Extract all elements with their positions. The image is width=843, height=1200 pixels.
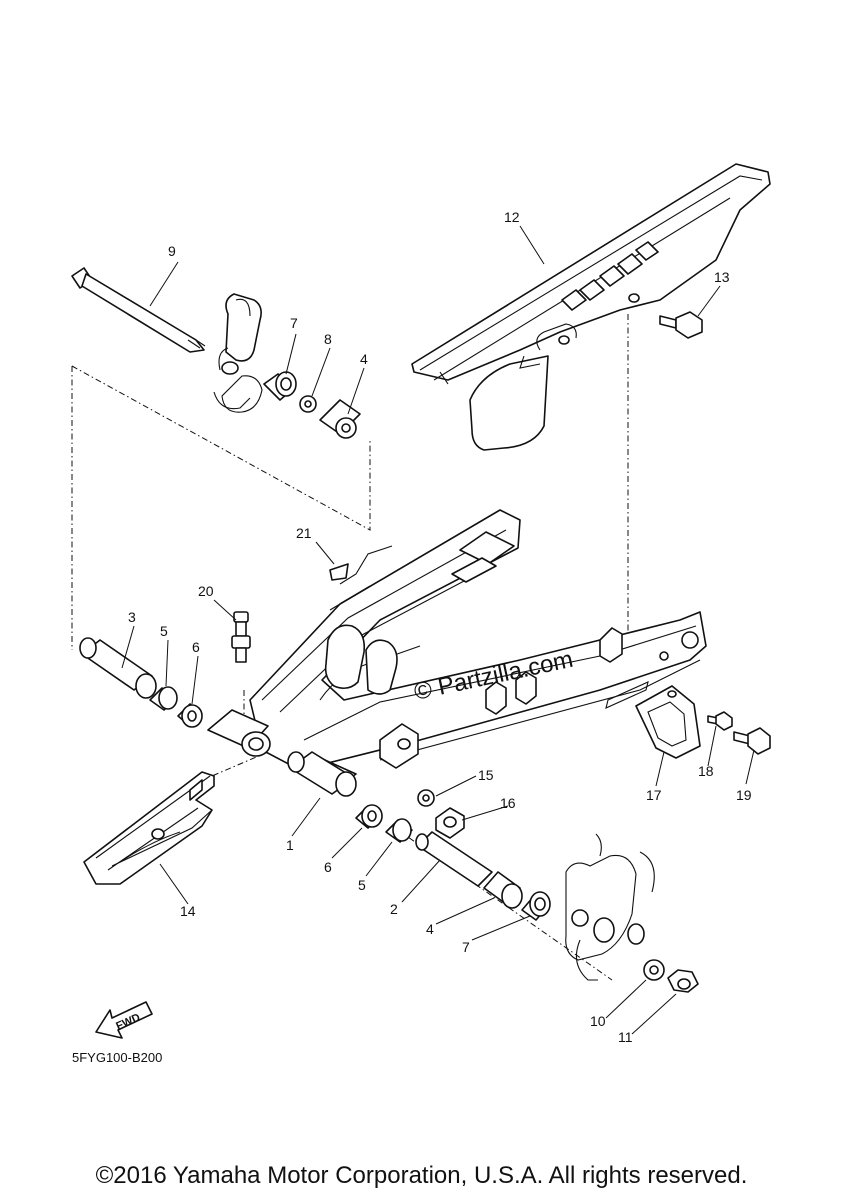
- callout-8: 8: [324, 331, 332, 347]
- upper-collar: [263, 371, 297, 401]
- washer-10: [643, 959, 665, 981]
- callout-5-upper: 5: [160, 623, 168, 639]
- bolt-19: [733, 727, 771, 755]
- grease-nipple: [231, 611, 251, 663]
- fwd-arrow-icon: FWD: [95, 1001, 153, 1039]
- pivot-seal-right: [355, 804, 383, 829]
- pivot-bushing-left: [149, 686, 178, 711]
- pivot-tube-front: [207, 709, 271, 757]
- lower-bushing: [483, 871, 523, 909]
- callout-16: 16: [500, 795, 516, 811]
- pivot-seal-left: [177, 703, 203, 728]
- swing-arm: [249, 509, 707, 789]
- callout-18: 18: [698, 763, 714, 779]
- callout-3: 3: [128, 609, 136, 625]
- callout-9: 9: [168, 243, 176, 259]
- callout-4-lower: 4: [426, 921, 434, 937]
- callout-12: 12: [504, 209, 520, 225]
- pivot-collar-left: [79, 637, 157, 699]
- caution-label: [329, 563, 349, 581]
- callout-19: 19: [736, 787, 752, 803]
- callout-14: 14: [180, 903, 196, 919]
- washer-15: [417, 789, 435, 807]
- chain-guard: [411, 163, 771, 451]
- chain-guide-plate: [635, 685, 701, 759]
- callout-17: 17: [646, 787, 662, 803]
- lower-collar-7: [521, 891, 551, 921]
- callout-21: 21: [296, 525, 312, 541]
- copyright-notice: ©2016 Yamaha Motor Corporation, U.S.A. A…: [95, 1162, 748, 1189]
- callout-5-lower: 5: [358, 877, 366, 893]
- nut-11: [667, 969, 699, 993]
- callout-2: 2: [390, 901, 398, 917]
- callout-10: 10: [590, 1013, 606, 1029]
- leader-lines: [121, 225, 755, 1035]
- callout-15: 15: [478, 767, 494, 783]
- callout-labels: 9 7 8 4 12 13 21 20 3 5 6 1 6 5 2 4 7 15…: [128, 209, 752, 1045]
- guard-bolt: [659, 311, 703, 339]
- bolt-16: [435, 807, 465, 839]
- callout-13: 13: [714, 269, 730, 285]
- callout-7-upper: 7: [290, 315, 298, 331]
- frame-bracket-upper: [213, 293, 263, 413]
- bolt-18: [707, 711, 733, 731]
- assembly-line-upper: [71, 365, 371, 531]
- callout-6-lower: 6: [324, 859, 332, 875]
- lower-collar: [415, 831, 493, 887]
- callout-11: 11: [618, 1029, 633, 1045]
- pivot-bushing-right: [385, 818, 413, 843]
- upper-washer: [299, 395, 317, 413]
- callout-20: 20: [198, 583, 214, 599]
- callout-7-lower: 7: [462, 939, 470, 955]
- callout-1: 1: [286, 837, 294, 853]
- diagram-code: 5FYG100-B200: [72, 1050, 162, 1065]
- upper-bushing: [319, 399, 361, 439]
- pivot-shaft: [71, 267, 206, 353]
- pivot-collar-right: [287, 751, 357, 797]
- callout-4-upper: 4: [360, 351, 368, 367]
- callout-6-upper: 6: [192, 639, 200, 655]
- chain-slider: [83, 771, 215, 885]
- frame-bracket-lower: [565, 833, 655, 981]
